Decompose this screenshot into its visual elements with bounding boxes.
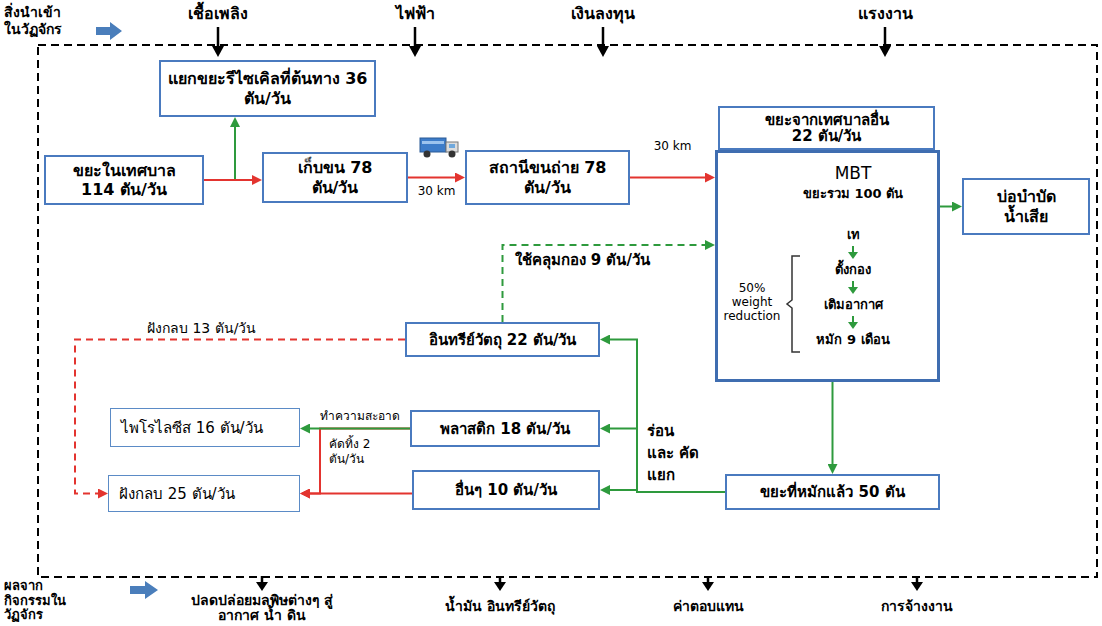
landfill-box: ฝังกลบ 25 ตัน/วัน bbox=[108, 475, 300, 512]
input-label: แรงงาน bbox=[858, 4, 913, 23]
node-text: แยกขยะรีไซเคิลที่ต้นทาง 36 ตัน/วัน bbox=[168, 69, 368, 107]
recycle-arrow bbox=[204, 125, 235, 180]
node-text: อื่นๆ 10 ตัน/วัน bbox=[455, 481, 557, 499]
transport-arrow bbox=[408, 177, 457, 179]
node-text: พลาสติก 18 ตัน/วัน bbox=[440, 420, 570, 438]
output-arrow-head bbox=[702, 582, 714, 591]
sorting-arrow bbox=[608, 490, 725, 492]
step-arrow-head bbox=[848, 287, 858, 294]
output-label: การจ้างงาน bbox=[881, 598, 953, 615]
mbt-step-arrows bbox=[848, 246, 858, 329]
node-text: ฝังกลบ 25 ตัน/วัน bbox=[119, 485, 235, 503]
flow-label: ฝังกลบ 13 ตัน/วัน bbox=[145, 320, 258, 337]
truck-window bbox=[449, 144, 455, 148]
step-arrow-head bbox=[848, 322, 858, 329]
node-text: อินทรีย์วัตถุ 22 ตัน/วัน bbox=[429, 331, 577, 349]
process-label: ร่อน และ คัดแยก bbox=[645, 420, 707, 486]
input-label: เงินลงทุน bbox=[571, 4, 635, 23]
leachate-arrow bbox=[940, 206, 954, 208]
pyrolysis-box: ไพโรไลซีส 16 ตัน/วัน bbox=[110, 408, 300, 447]
mbt-step: หมัก 9 เดือน bbox=[816, 331, 889, 349]
cover-arrow bbox=[503, 245, 708, 322]
output-arrow-head bbox=[256, 582, 268, 591]
landfill-arrow bbox=[308, 493, 412, 495]
output-label: ค่าตอบแทน bbox=[673, 598, 744, 615]
other-box: อื่นๆ 10 ตัน/วัน bbox=[412, 470, 600, 510]
input-arrow bbox=[217, 27, 220, 48]
source-box: ขยะในเทศบาล 114 ตัน/วัน bbox=[44, 155, 204, 205]
input-arrow-head bbox=[597, 46, 609, 57]
input-arrow-head bbox=[409, 46, 421, 57]
output-arrow-head bbox=[911, 582, 923, 591]
input-arrow bbox=[414, 27, 417, 48]
output-arrow-head bbox=[494, 582, 506, 591]
truck-stripe bbox=[422, 141, 444, 144]
input-arrow bbox=[602, 27, 605, 48]
distance-label: 30 km bbox=[416, 184, 458, 198]
node-text: เก็บขน 78 ตัน/วัน bbox=[285, 158, 385, 196]
input-arrows bbox=[212, 27, 891, 57]
node-text: ขยะจากเทศบาลอื่น 22 ตัน/วัน bbox=[752, 112, 902, 145]
plastic-box: พลาสติก 18 ตัน/วัน bbox=[410, 410, 600, 447]
mbt-box: MBT ขยะรวม 100 ตันเทตั้งกองเติมอากาศหมัก … bbox=[715, 150, 940, 382]
landfill-arrow bbox=[75, 340, 405, 494]
output-block-arrow bbox=[130, 581, 158, 599]
flow-label: ใช้คลุมกอง 9 ตัน/วัน bbox=[513, 251, 652, 269]
compost-arrow bbox=[832, 382, 834, 466]
mbt-step: เท bbox=[847, 226, 860, 244]
step-arrow-head bbox=[848, 252, 858, 259]
node-text: บ่อบำบัด น้ำเสีย bbox=[986, 187, 1066, 225]
truck-icon bbox=[420, 138, 458, 158]
step-arrow bbox=[852, 281, 854, 288]
input-arrow bbox=[884, 27, 887, 48]
mbt-total: ขยะรวม 100 ตัน bbox=[803, 185, 903, 203]
output-label: ปลดปล่อยมลพิษต่างๆ สู่อากาศ น้ำ ดิน bbox=[175, 593, 350, 622]
input-arrow-head bbox=[879, 46, 891, 57]
flow-label: คัดทิ้ง 2 ตัน/วัน bbox=[327, 437, 393, 467]
input-label: ไฟฟ้า bbox=[396, 4, 435, 23]
node-text: สถานีขนถ่าย 78 ตัน/วัน bbox=[485, 158, 610, 196]
mbt-step: เติมอากาศ bbox=[824, 296, 883, 314]
composted-box: ขยะที่หมักแล้ว 50 ตัน bbox=[725, 474, 940, 510]
truck-body bbox=[420, 138, 446, 152]
transport-arrow bbox=[630, 177, 707, 179]
output-label: น้ำมัน อินทรีย์วัตถุ bbox=[445, 598, 555, 615]
process-label: ทำความสะอาด bbox=[318, 409, 402, 423]
other-source-box: ขยะจากเทศบาลอื่น 22 ตัน/วัน bbox=[718, 106, 935, 150]
inputs-heading: สิ่งนำเข้า ในวัฏจักร bbox=[4, 4, 78, 38]
mbt-step: ตั้งกอง bbox=[835, 261, 871, 279]
organic-box: อินทรีย์วัตถุ 22 ตัน/วัน bbox=[405, 322, 600, 357]
step-arrow bbox=[852, 246, 854, 253]
cleaning-arrow bbox=[308, 428, 410, 430]
flow-arrow bbox=[204, 179, 254, 181]
reduction-note: 50% weight reduction bbox=[720, 281, 784, 323]
reduction-bracket bbox=[787, 256, 800, 352]
recycle-box: แยกขยะรีไซเคิลที่ต้นทาง 36 ตัน/วัน bbox=[159, 60, 376, 117]
node-text: ไพโรไลซีส 16 ตัน/วัน bbox=[121, 419, 263, 437]
input-label: เชื้อเพลิง bbox=[188, 4, 248, 23]
transfer-box: สถานีขนถ่าย 78 ตัน/วัน bbox=[465, 150, 630, 205]
node-text: ขยะที่หมักแล้ว 50 ตัน bbox=[760, 483, 904, 501]
output-arrows bbox=[256, 576, 923, 591]
cycle-boundary bbox=[38, 45, 1097, 577]
outputs-heading: ผลจาก กิจกรรมใน วัฏจักร bbox=[4, 579, 74, 623]
input-block-arrow bbox=[96, 22, 122, 40]
wastewater-box: บ่อบำบัด น้ำเสีย bbox=[962, 178, 1090, 235]
step-arrow bbox=[852, 316, 854, 323]
reject-arrow bbox=[308, 429, 410, 494]
mbt-title: MBT bbox=[835, 163, 872, 183]
truck-wheel bbox=[424, 151, 431, 158]
distance-label: 30 km bbox=[652, 139, 694, 153]
sorting-arrow bbox=[608, 340, 725, 493]
collection-box: เก็บขน 78 ตัน/วัน bbox=[262, 152, 408, 203]
truck-wheel bbox=[449, 151, 456, 158]
input-arrow-head bbox=[212, 46, 224, 57]
node-text: ขยะในเทศบาล 114 ตัน/วัน bbox=[59, 161, 189, 199]
